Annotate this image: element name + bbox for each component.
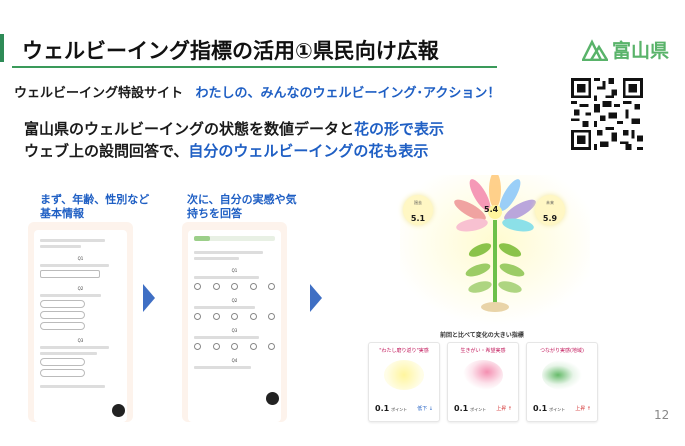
description-line-2: ウェブ上の設問回答で、自分のウェルビーイングの花も表示 <box>24 140 444 162</box>
logo-text: 富山県 <box>612 40 670 62</box>
title-underline <box>12 66 497 68</box>
card-direction: 上昇 ↑ <box>496 406 512 412</box>
description: 富山県のウェルビーイングの状態を数値データと花の形で表示 ウェブ上の設問回答で、… <box>24 118 444 162</box>
description-highlight: 自分のウェルビーイングの花も表示 <box>188 142 429 160</box>
card-direction-text: 上昇 <box>496 406 507 412</box>
progress-bar <box>194 236 275 241</box>
future-value: 5.9 <box>542 214 558 223</box>
gender-option[interactable] <box>40 322 85 330</box>
wellbeing-flower: 5.4 <box>400 172 590 325</box>
answer-scale[interactable] <box>194 343 275 350</box>
site-row: ウェルビーイング特設サイト わたしの、みんなのウェルビーイング･アクション！ <box>14 82 500 101</box>
gender-option[interactable] <box>40 300 85 308</box>
future-label: 未来 <box>546 200 554 205</box>
compare-title: 前回と比べて変化の大きい指標 <box>440 332 524 339</box>
page-title: ウェルビーイング指標の活用①県民向け広報 <box>22 39 439 63</box>
card-direction-text: 上昇 <box>575 406 586 412</box>
gender-option[interactable] <box>40 311 85 319</box>
card-direction: 低下 ↓ <box>417 406 433 412</box>
past-label: 過去 <box>414 200 422 205</box>
mountain-logo-icon <box>582 38 608 61</box>
questions-form: Q1 Q2 Q3 Q4 <box>188 230 281 422</box>
card-unit: ポイント <box>470 407 487 412</box>
flower-center-value: 5.4 <box>484 205 499 214</box>
card-direction: 上昇 ↑ <box>575 406 591 412</box>
residence-option[interactable] <box>40 358 85 366</box>
card-direction-text: 低下 <box>417 406 428 412</box>
phone-screen-questions: Q1 Q2 Q3 Q4 <box>182 222 287 422</box>
petal-icon <box>463 360 503 390</box>
qr-code-icon[interactable] <box>571 78 643 150</box>
step-1-label: まず、年齢、性別など基本情報 <box>40 193 150 220</box>
description-line-1: 富山県のウェルビーイングの状態を数値データと花の形で表示 <box>24 118 444 140</box>
card-value-number: 0.1 <box>454 404 469 413</box>
step-2-label: 次に、自分の実感や気持ちを回答 <box>187 193 297 220</box>
next-button[interactable] <box>266 392 279 405</box>
next-button[interactable] <box>112 404 125 417</box>
answer-scale[interactable] <box>194 313 275 320</box>
flower-icon <box>400 172 590 325</box>
title-accent <box>0 34 4 62</box>
toyama-logo: 富山県 <box>582 36 669 63</box>
card-title: つながり実感(地域) <box>540 348 584 354</box>
residence-option[interactable] <box>40 369 85 377</box>
basic-info-form: Q1 Q2 Q3 <box>34 230 127 422</box>
description-highlight: 花の形で表示 <box>354 120 445 138</box>
site-name: ウェルビーイング特設サイト <box>14 86 184 101</box>
description-text: ウェブ上の設問回答で、 <box>24 142 189 160</box>
future-bubble: 未来 5.9 <box>535 195 565 225</box>
past-bubble: 過去 5.1 <box>403 195 433 225</box>
card-value-number: 0.1 <box>533 404 548 413</box>
page-number: 12 <box>654 408 670 422</box>
card-title: "わたし磨り返り"実感 <box>379 348 429 354</box>
card-unit: ポイント <box>391 407 408 412</box>
title-bar: ウェルビーイング指標の活用①県民向け広報 <box>0 30 500 68</box>
arrow-right-icon <box>143 284 155 312</box>
description-text: 富山県のウェルビーイングの状態を数値データと <box>24 120 355 138</box>
card-unit: ポイント <box>549 407 566 412</box>
answer-scale[interactable] <box>194 283 275 290</box>
leaf-icon <box>542 360 582 390</box>
glow-icon <box>384 360 424 390</box>
age-select[interactable] <box>40 270 100 278</box>
arrow-right-icon <box>310 284 322 312</box>
past-value: 5.1 <box>410 214 426 223</box>
phone-screen-basic-info: Q1 Q2 Q3 <box>28 222 133 422</box>
card-value-number: 0.1 <box>375 404 390 413</box>
site-tagline: わたしの、みんなのウェルビーイング･アクション！ <box>195 86 501 101</box>
card-title: 生きがい・希望実感 <box>460 348 506 354</box>
